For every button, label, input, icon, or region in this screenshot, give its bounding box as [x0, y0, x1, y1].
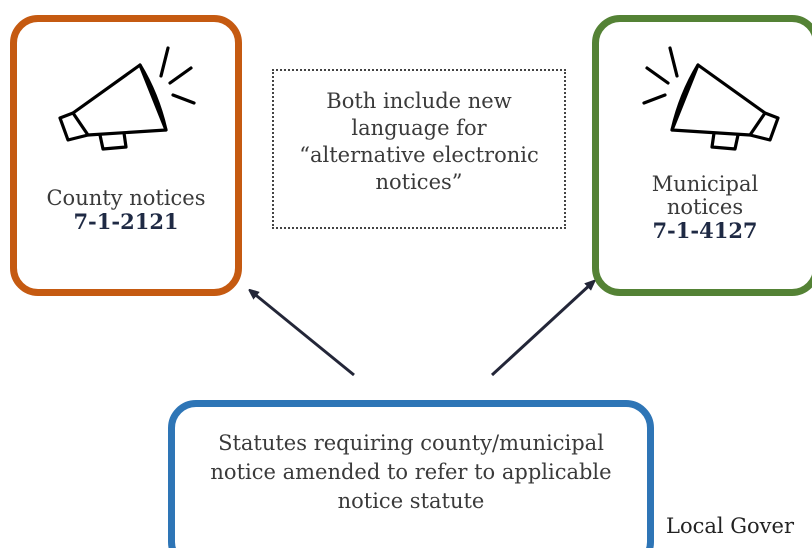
arrow-to-county: [252, 292, 355, 377]
megaphone-icon: [642, 46, 780, 151]
statutes-line: notice amended to refer to applicable: [210, 460, 612, 484]
footer-text: Local Gover: [666, 514, 795, 538]
statutes-line: notice statute: [337, 489, 485, 513]
county-label: County notices: [46, 186, 206, 210]
municipal-statute: 7-1-4127: [652, 218, 758, 243]
county-statute: 7-1-2121: [73, 209, 179, 234]
note-line: “alternative electronic: [299, 143, 539, 167]
statutes-box: [168, 400, 654, 548]
county-notices-box: [10, 15, 242, 296]
note-line: notices”: [375, 170, 463, 194]
megaphone-icon: [58, 46, 196, 151]
municipal-notices-box: [592, 15, 812, 296]
note-box: [272, 69, 566, 229]
municipal-label-line: notices: [666, 195, 744, 219]
municipal-label-line: Municipal: [651, 172, 759, 196]
note-line: language for: [351, 116, 487, 140]
note-line: Both include new: [326, 89, 512, 113]
note-text: Both include new language for “alternati…: [272, 88, 566, 196]
municipal-caption: Municipal notices 7-1-4127: [600, 172, 810, 243]
statutes-line: Statutes requiring county/municipal: [218, 431, 604, 455]
arrow-to-municipal: [490, 283, 592, 377]
statutes-text: Statutes requiring county/municipal noti…: [186, 429, 636, 516]
county-caption: County notices 7-1-2121: [20, 186, 232, 234]
